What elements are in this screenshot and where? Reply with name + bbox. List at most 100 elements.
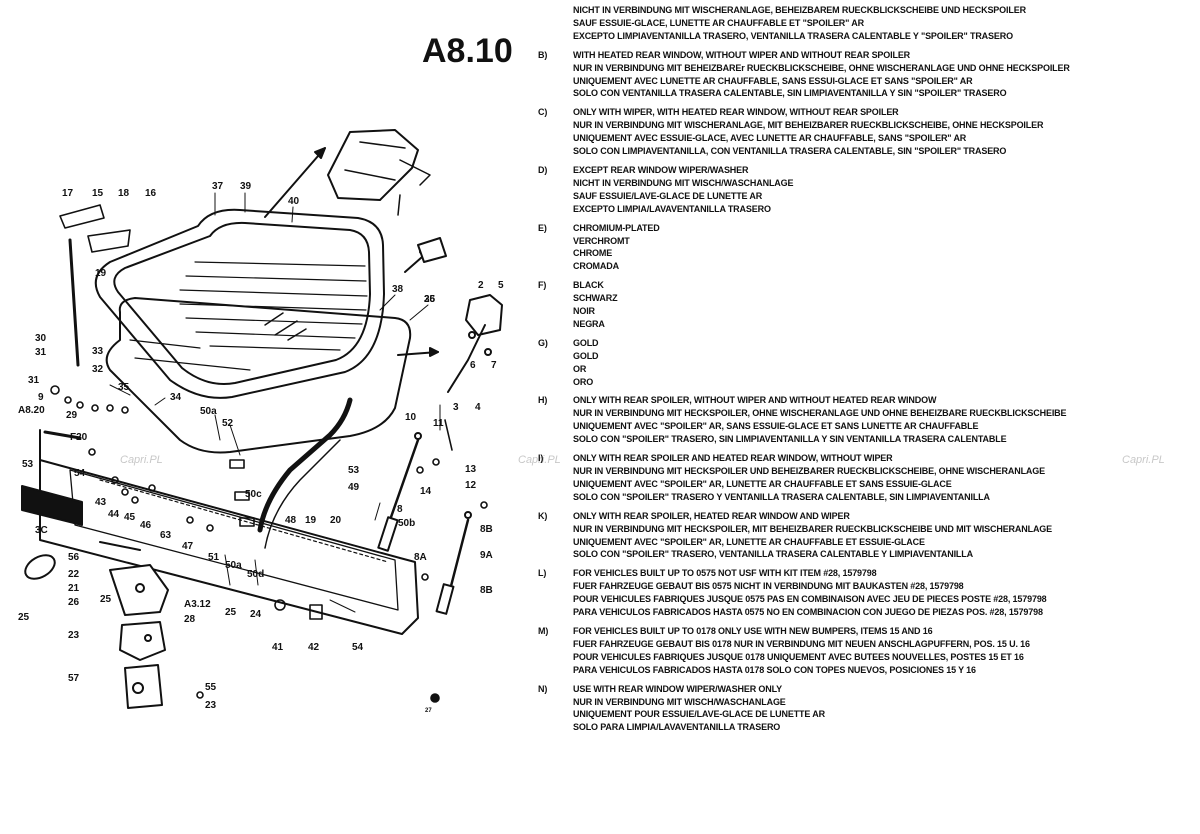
footnote-line: WITH HEATED REAR WINDOW, WITHOUT WIPER A…: [573, 49, 911, 60]
callout-label: 9: [38, 392, 44, 403]
ford-oval-emblem-icon: [24, 554, 56, 580]
footnote: M)FOR VEHICLES BUILT UP TO 0178 ONLY USE…: [538, 625, 1058, 677]
callout-label: 15: [92, 188, 104, 199]
footnote-line: POUR VEHICULES FABRIQUES JUSQUE 0178 UNI…: [573, 651, 1024, 662]
callout-label: 21: [68, 583, 80, 594]
footnote-line: USE WITH REAR WINDOW WIPER/WASHER ONLY: [573, 683, 782, 694]
footnote: N) USE WITH REAR WINDOW WIPER/WASHER ONLY…: [538, 683, 1058, 735]
footnote-letter: L): [538, 568, 547, 579]
lock-assembly-icon: [109, 564, 169, 709]
footnote-line: POUR VEHICULES FABRIQUES JUSQUE 0575 PAS…: [573, 594, 1047, 605]
footnote-line: EXCEPTO LIMPIA/LAVAVENTANILLA TRASERO: [573, 203, 771, 214]
callout-label: 25: [424, 294, 436, 305]
callout-label: 35: [118, 382, 130, 393]
callout-label: F20: [70, 432, 88, 443]
footnote-line: NUR IN VERBINDUNG MIT HECKSPOILER, MIT B…: [573, 523, 1053, 534]
callout-label: 47: [182, 541, 194, 552]
footnote-line: ONLY WITH WIPER, WITH HEATED REAR WINDOW…: [573, 107, 899, 118]
callout-label: 32: [92, 364, 104, 375]
callout-label: 18: [118, 188, 130, 199]
callout-label: 63: [160, 530, 172, 541]
callout-label: 50d: [247, 569, 264, 580]
footnote-line: NICHT IN VERBINDUNG MIT WISCH/WASCHANLAG…: [573, 177, 794, 188]
callout-label: 50a: [200, 406, 217, 417]
footnote-line: NUR IN VERBINDUNG MIT BEHEIZBAREr RUECKB…: [573, 62, 1070, 73]
page-title: A8.10: [422, 32, 513, 70]
callout-label: 3C: [35, 525, 48, 536]
footnote-line: SCHWARZ: [573, 293, 618, 304]
callout-label: 41: [272, 642, 284, 653]
footnote-letter: K): [538, 510, 548, 521]
footnotes: NICHT IN VERBINDUNG MIT WISCHERANLAGE, B…: [538, 4, 1070, 735]
footnote-line: SOLO CON "SPOILER" TRASERO Y VENTANILLA …: [573, 491, 990, 502]
footnote-line: SOLO CON "SPOILER" TRASERO, SIN LIMPIAVE…: [573, 434, 1007, 445]
footnote-line: UNIQUEMENT POUR ESSUIE/LAVE-GLACE DE LUN…: [573, 709, 825, 720]
callout-label: 16: [145, 188, 157, 199]
callout-label: 11: [433, 418, 444, 429]
footnote-letter: B): [538, 49, 548, 60]
footnote-line: ONLY WITH REAR SPOILER AND HEATED REAR W…: [573, 453, 893, 464]
window-seal-frame: [105, 297, 412, 454]
callout-label: 40: [288, 196, 300, 207]
footnote-line: FUER FAHRZEUGE GEBAUT BIS 0178 NUR IN VE…: [573, 638, 1030, 649]
footnote-line: SOLO CON LIMPIAVENTANILLA, CON VENTANILL…: [573, 146, 1007, 157]
footnote-line: NUR IN VERBINDUNG MIT HECKSPOILER, OHNE …: [573, 408, 1067, 419]
callout-label: 12: [465, 480, 477, 491]
callout-label: 34: [170, 392, 182, 403]
footnote-line: UNIQUEMENT AVEC "SPOILER" AR, SANS ESSUI…: [573, 421, 979, 432]
callout-label: 19: [95, 268, 107, 279]
footnote-line: SOLO CON "SPOILER" TRASERO, VENTANILLA T…: [573, 549, 973, 560]
callout-label: 33: [92, 346, 104, 357]
footnote-line: NEGRA: [573, 318, 605, 329]
footnote: NICHT IN VERBINDUNG MIT WISCHERANLAGE, B…: [538, 4, 1058, 43]
callout-label: 25: [225, 607, 237, 618]
footnote-line: UNIQUEMENT AVEC "SPOILER" AR, LUNETTE AR…: [573, 478, 952, 489]
watermark: Capri.PL: [1122, 454, 1165, 466]
callout-label: 9A: [480, 550, 493, 561]
callout-label: 36: [424, 294, 436, 305]
callout-label: 43: [95, 497, 107, 508]
callout-label: 31: [35, 347, 47, 358]
watermark: Capri.PL: [120, 454, 163, 466]
callout-label: 23: [205, 700, 217, 711]
footnote: H)ONLY WITH REAR SPOILER, WITHOUT WIPER …: [538, 394, 1067, 446]
tailgate-frame: [39, 397, 419, 635]
callout-label: 10: [405, 412, 417, 423]
footnote-line: GOLD: [573, 337, 599, 348]
callout-label: 13: [465, 464, 477, 475]
footnote-letter: F): [538, 280, 547, 291]
callout-label: 37: [212, 181, 224, 192]
callout-label: 55: [205, 682, 217, 693]
footnote: I) ONLY WITH REAR SPOILER AND HEATED REAR…: [538, 452, 1058, 504]
callout-label: 38: [392, 284, 404, 295]
footnote-line: FOR VEHICLES BUILT UP TO 0178 ONLY USE W…: [573, 625, 933, 636]
footnote-line: PARA VEHICULOS FABRICADOS HASTA 0178 SOL…: [573, 664, 976, 675]
footnote-letter: H): [538, 395, 548, 406]
leader-lines: [109, 192, 441, 613]
callout-labels: 17 15 18 16 19 37 39 40 38 36 2 5 6 7 3 …: [18, 181, 504, 714]
callout-label: 24: [250, 609, 262, 620]
callout-label: 25: [100, 594, 112, 605]
callout-label: 8B: [480, 524, 493, 535]
callout-label: 39: [240, 181, 252, 192]
callout-label: 45: [124, 512, 136, 523]
footnote-line: UNIQUEMENT AVEC LUNETTE AR CHAUFFABLE, S…: [573, 75, 973, 86]
footnote-letter: N): [538, 683, 548, 694]
footnote-line: ORO: [573, 376, 594, 387]
callout-label: 6: [470, 360, 476, 371]
footnote-letter: I): [538, 453, 544, 464]
callout-label: 50b: [398, 518, 415, 529]
watermark: Capri.PL: [518, 454, 561, 466]
callout-label: 3: [453, 402, 459, 413]
callout-label: 57: [68, 673, 80, 684]
callout-label: A8.20: [18, 405, 45, 416]
fasteners: [43, 204, 488, 703]
gas-strut-icon: [377, 432, 472, 615]
footnote-letter: C): [538, 107, 548, 118]
footnote-line: NUR IN VERBINDUNG MIT WISCHERANLAGE, MIT…: [573, 120, 1044, 131]
footnote-letter: G): [538, 337, 548, 348]
callout-label: 50c: [245, 489, 262, 500]
